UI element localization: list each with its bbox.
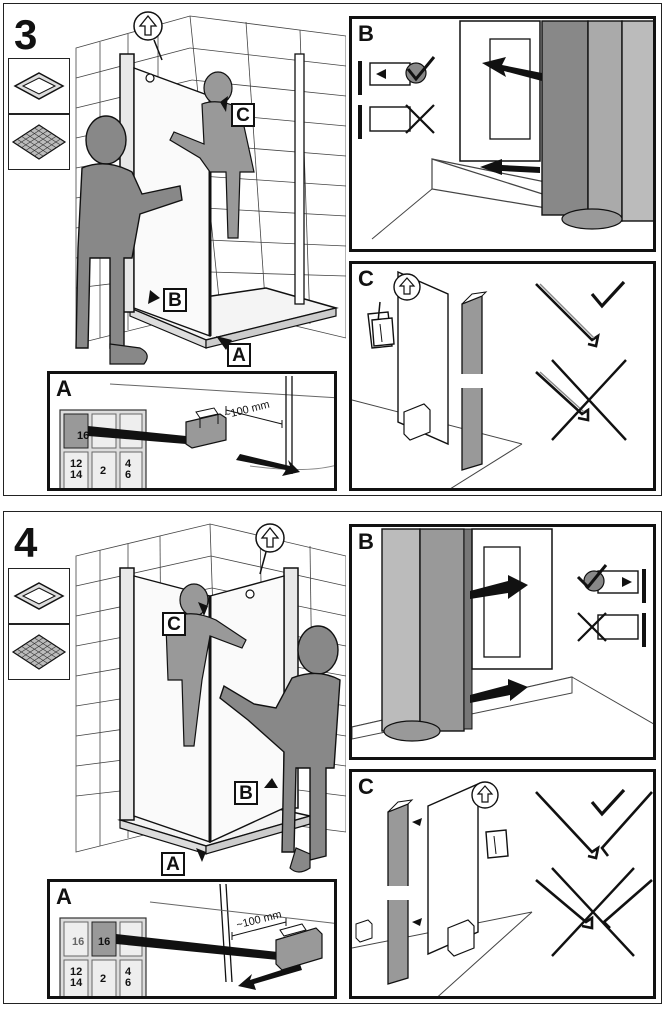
tile-number: 12 14 — [70, 966, 83, 989]
callout-b: B — [234, 781, 258, 805]
callout-a: A — [227, 343, 251, 367]
up-arrow-icon — [393, 273, 421, 301]
shower-install-illustration — [70, 516, 346, 882]
shower-install-illustration — [70, 8, 346, 374]
detail-panel-b: B — [349, 16, 656, 252]
tile-number: 16 — [77, 430, 90, 442]
tile-number: 4 6 — [125, 458, 132, 481]
cross-icon — [551, 867, 635, 957]
panel-label-a: A — [56, 884, 72, 909]
cross-icon — [405, 104, 435, 134]
tile-number: 4 6 — [125, 966, 132, 989]
panel-label-b: B — [358, 21, 374, 46]
check-icon — [405, 56, 436, 84]
callout-c: C — [231, 103, 255, 127]
square-tray-icon — [8, 58, 70, 114]
cross-icon — [577, 612, 607, 642]
step-number: 4 — [14, 519, 38, 566]
check-icon — [576, 564, 608, 592]
callout-b: B — [163, 288, 187, 312]
check-icon — [590, 788, 626, 817]
tile-number: 16 — [98, 936, 111, 948]
step-3-frame: 3 — [3, 3, 662, 496]
tile-number: 16 — [72, 936, 85, 948]
panel-label-c: C — [358, 774, 374, 799]
tiled-floor-icon — [8, 114, 70, 170]
detail-panel-a: A 16 — [47, 371, 337, 491]
step-number: 3 — [14, 11, 38, 58]
callout-a: A — [161, 852, 185, 876]
panel-label-b: B — [358, 529, 374, 554]
up-arrow-icon — [471, 781, 499, 809]
tile-number: 2 — [100, 465, 107, 477]
callout-c: C — [162, 612, 186, 636]
tiled-floor-icon — [8, 624, 70, 680]
detail-panel-b: B — [349, 524, 656, 760]
square-tray-icon — [8, 568, 70, 624]
trash-icon — [371, 317, 395, 347]
cross-icon — [551, 359, 627, 441]
trash-icon — [485, 829, 509, 859]
tile-number: 2 — [100, 973, 107, 985]
detail-panel-c: C — [349, 769, 656, 999]
step-4-frame: 4 — [3, 511, 662, 1004]
detail-panel-a: A 16 16 12 14 2 4 6 ~100 m — [47, 879, 337, 999]
detail-panel-c: C — [349, 261, 656, 491]
panel-label-c: C — [358, 266, 374, 291]
tile-number: 12 14 — [70, 458, 83, 481]
panel-label-a: A — [56, 376, 72, 401]
check-icon — [590, 280, 626, 309]
